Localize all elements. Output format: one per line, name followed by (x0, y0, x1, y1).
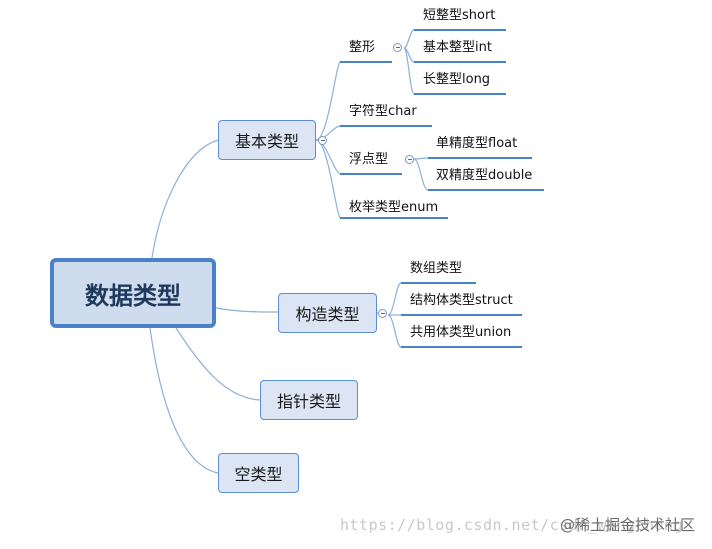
label-long[interactable]: 长整型long (423, 72, 491, 87)
node-constructed-types[interactable]: 构造类型 (278, 293, 377, 333)
brand-watermark: @稀土掘金技术社区 (560, 516, 696, 534)
label-short[interactable]: 短整型short (423, 8, 496, 23)
label-double-float[interactable]: 双精度型double (436, 168, 533, 183)
constructed-types-label: 构造类型 (295, 305, 360, 324)
label-single-float[interactable]: 单精度型float (436, 136, 518, 151)
watermark-url: https://blog.csdn.net/csdn_wangchong (340, 516, 684, 534)
label-array[interactable]: 数组类型 (410, 261, 463, 276)
node-basic-types[interactable]: 基本类型 (218, 120, 316, 160)
label-integer[interactable]: 整形 (349, 40, 376, 55)
collapse-float-icon[interactable] (405, 155, 414, 164)
pointer-type-label: 指针类型 (276, 392, 341, 411)
connector-integer-short (403, 29, 415, 49)
connector-root-constructed (215, 307, 279, 313)
connector-constructed-union (387, 314, 402, 348)
connector-root-void (149, 327, 219, 474)
basic-types-label: 基本类型 (234, 132, 299, 151)
connector-basic-integer (315, 61, 341, 141)
connector-float-single (413, 157, 429, 160)
label-struct[interactable]: 结构体类型struct (410, 293, 513, 308)
root-label: 数据类型 (85, 281, 181, 310)
connector-constructed-array (387, 282, 402, 316)
label-int[interactable]: 基本整型int (423, 40, 492, 55)
label-char[interactable]: 字符型char (349, 104, 417, 119)
connector-float-double (413, 158, 429, 191)
connector-basic-enum (315, 139, 341, 219)
label-enum[interactable]: 枚举类型enum (349, 200, 439, 215)
void-type-label: 空类型 (234, 465, 283, 484)
collapse-integer-icon[interactable] (393, 43, 402, 52)
label-float[interactable]: 浮点型 (349, 152, 389, 167)
collapse-basic-icon[interactable] (318, 136, 327, 145)
label-union[interactable]: 共用体类型union (410, 325, 512, 340)
connector-root-basic (151, 139, 219, 259)
connector-root-pointer (175, 327, 261, 401)
node-pointer-type[interactable]: 指针类型 (260, 380, 358, 420)
connector-integer-long (403, 47, 415, 95)
connector-basic-float (315, 139, 341, 175)
node-void-type[interactable]: 空类型 (218, 453, 299, 493)
root-node[interactable]: 数据类型 (50, 258, 216, 328)
collapse-constructed-icon[interactable] (378, 309, 387, 318)
